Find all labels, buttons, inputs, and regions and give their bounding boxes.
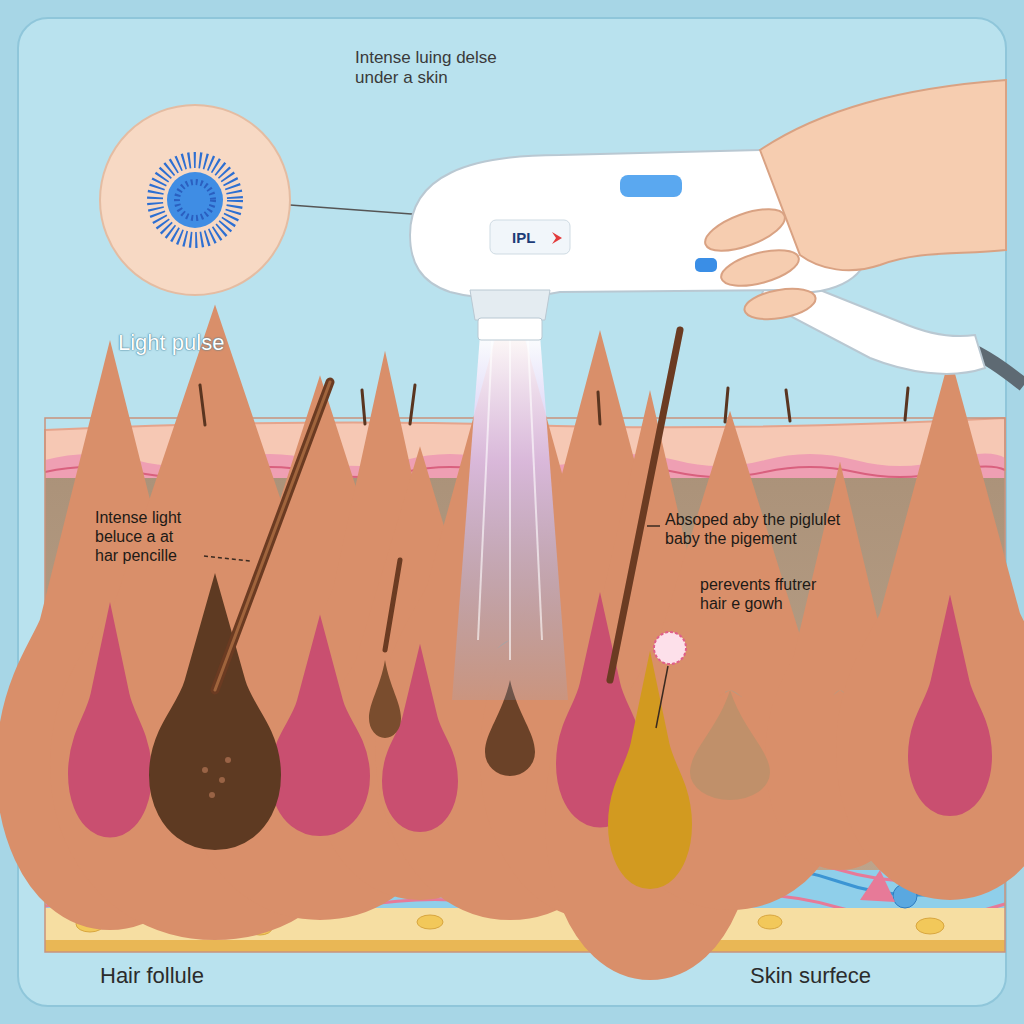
part-name: Skin surfece bbox=[750, 963, 871, 989]
callout-text: Intense light beluce a at har pencille bbox=[95, 508, 195, 566]
part-name: Hair follule bbox=[100, 963, 204, 989]
ipl-device bbox=[410, 80, 1024, 385]
callout-text: Absoped aby the piglulet baby the pigeme… bbox=[665, 510, 865, 548]
light-beam bbox=[452, 335, 568, 700]
panel bbox=[18, 18, 1006, 1006]
callout-text: perevents ffutrer hair e gowh bbox=[700, 575, 840, 613]
device-brand: IPL bbox=[512, 229, 535, 247]
leader-lines bbox=[204, 526, 686, 728]
beam-label: Light pulse bbox=[118, 330, 224, 356]
diagram-title: Intense luing delse under a skin bbox=[355, 48, 535, 89]
zoom-inset bbox=[100, 105, 425, 295]
